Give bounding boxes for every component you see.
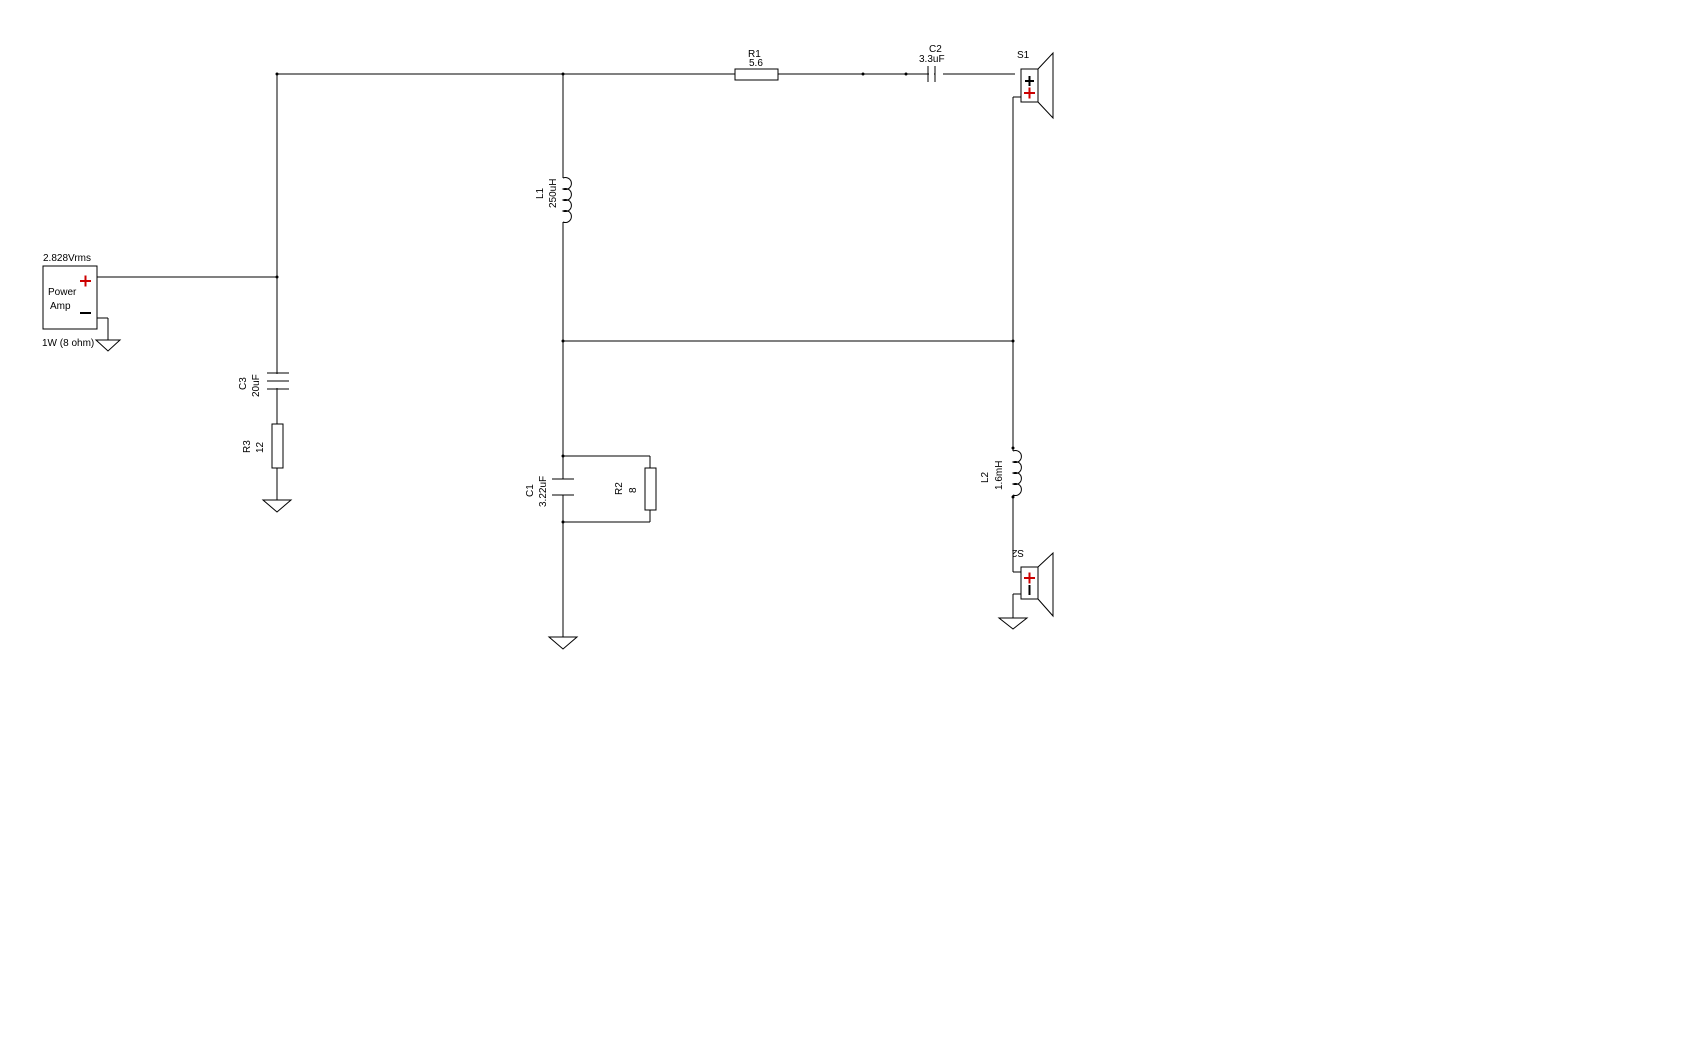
r3-value: 12 [255, 441, 266, 453]
speaker-s2: S2 [1011, 547, 1054, 618]
inductor-l1: L1 250uH [535, 173, 572, 223]
r3-ref: R3 [242, 440, 253, 453]
resistor-r1: R1 5.6 [734, 49, 779, 81]
c3-ref: C3 [238, 377, 249, 390]
c3-value: 20uF [251, 374, 262, 397]
capacitor-c1: C1 3.22uF [525, 476, 574, 507]
resistor-r2: R2 8 [614, 467, 657, 511]
c2-ref: C2 [929, 44, 942, 55]
r1-value: 5.6 [749, 58, 763, 69]
capacitor-c3: C3 20uF [238, 372, 289, 397]
junction-dots [275, 72, 1015, 524]
l2-value: 1.6mH [994, 461, 1005, 490]
s2-ref: S2 [1011, 547, 1024, 558]
resistor-r3: R3 12 [242, 423, 284, 469]
ground-icon-amp [94, 339, 122, 352]
amp-label-line2: Amp [50, 301, 71, 312]
r1-ref: R1 [748, 49, 761, 60]
amp-plus-icon [80, 275, 91, 287]
l2-ref: L2 [980, 471, 991, 483]
s1-ref: S1 [1017, 50, 1030, 61]
s1-cone [1037, 51, 1054, 120]
ground-icon-mid [547, 636, 579, 650]
capacitor-c2: C2 3.3uF [919, 44, 945, 82]
ground-icon-s2 [997, 617, 1029, 630]
c2-value: 3.3uF [919, 54, 945, 65]
s1-minus-icon [1025, 76, 1034, 86]
s2-plus-icon [1024, 572, 1035, 584]
r2-ref: R2 [614, 482, 625, 495]
wires [97, 73, 1021, 637]
c1-value: 3.22uF [538, 476, 549, 507]
s1-plus-icon [1024, 87, 1035, 99]
ground-icon-r3 [261, 499, 293, 513]
power-amp: 2.828Vrms Power Amp 1W (8 ohm) [42, 253, 98, 349]
s2-cone [1037, 551, 1054, 618]
c1-ref: C1 [525, 484, 536, 497]
speaker-s1: S1 [1017, 50, 1054, 120]
l1-ref: L1 [535, 187, 546, 199]
amp-label-line1: Power [48, 287, 77, 298]
amp-label: Power Amp [48, 287, 79, 312]
r2-value: 8 [628, 487, 639, 493]
inductor-l2: L2 1.6mH [980, 448, 1022, 497]
amp-rating-label: 1W (8 ohm) [42, 338, 94, 349]
amp-box [42, 265, 98, 330]
l1-value: 250uH [548, 179, 559, 208]
amp-voltage-label: 2.828Vrms [43, 253, 91, 264]
